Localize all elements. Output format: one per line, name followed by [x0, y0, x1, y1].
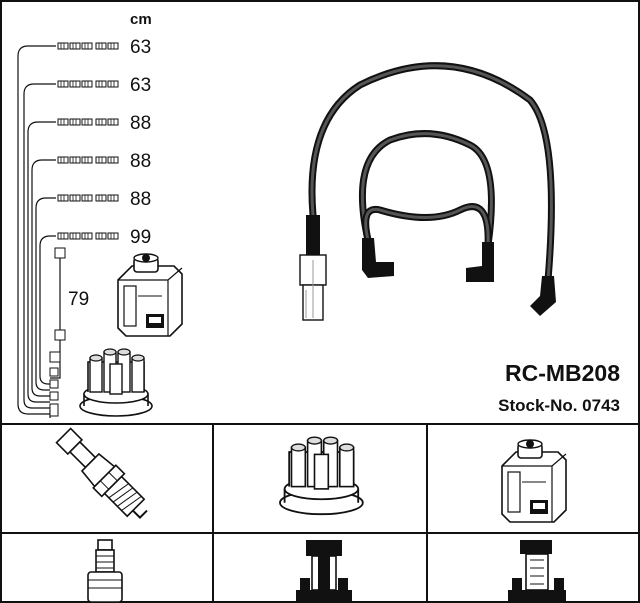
angled-connector-boots	[362, 238, 556, 316]
length-label: 88	[130, 189, 151, 210]
angled-cap-connector-icon	[296, 540, 352, 602]
length-label: 63	[130, 37, 151, 58]
length-label: 88	[130, 151, 151, 172]
unit-label: cm	[130, 11, 152, 28]
cable-set-illustration	[308, 62, 555, 284]
distributor-cap-icon	[79, 348, 153, 417]
length-label: 88	[130, 113, 151, 134]
ignition-coil-large-icon	[501, 439, 567, 523]
ignition-coil-icon	[117, 253, 183, 337]
spark-plug-icon	[55, 427, 148, 520]
straight-plug-connector	[299, 215, 327, 321]
stock-number: Stock-No. 0743	[498, 396, 620, 415]
model-number: RC-MB208	[505, 360, 620, 386]
cable-schematic	[17, 45, 61, 418]
coil-lead-length: 79	[68, 289, 89, 310]
length-label: 63	[130, 75, 151, 96]
cable-terminals	[49, 42, 119, 417]
straight-plug-connector-icon	[87, 539, 123, 603]
length-labels: 63 63 88 88 88 99	[130, 37, 151, 248]
distributor-cap-large-icon	[279, 436, 364, 516]
angled-coil-connector-icon	[508, 540, 566, 602]
length-label: 99	[130, 227, 151, 248]
